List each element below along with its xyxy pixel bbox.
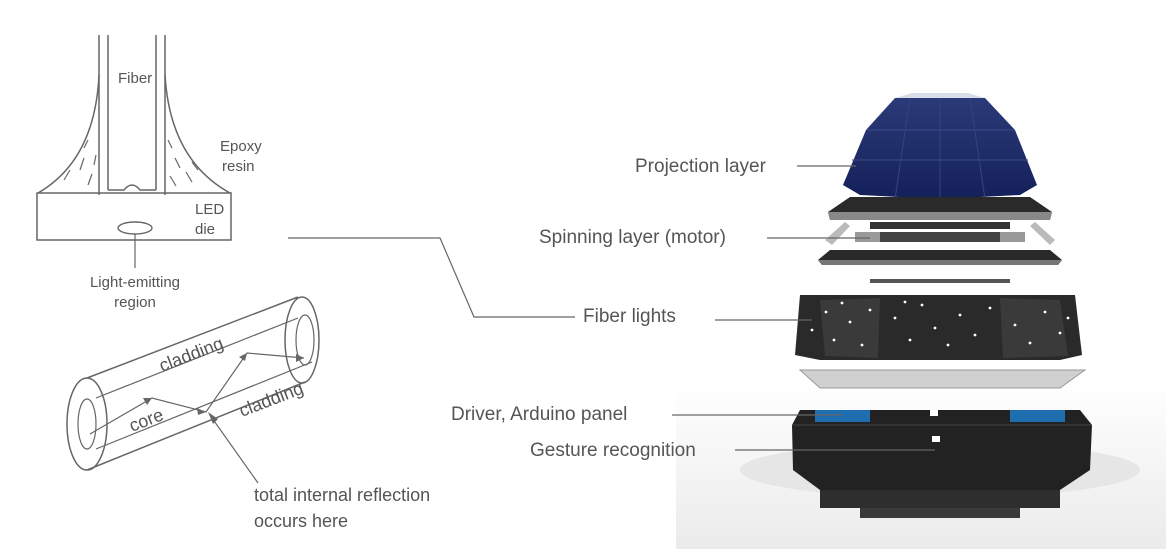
cylinder-right-end <box>284 296 320 384</box>
led-die-block <box>36 192 232 241</box>
optical-fiber-cylinder-diagram: cladding cladding core total internal re… <box>66 296 430 531</box>
tir-label-line1: total internal reflection <box>254 485 430 505</box>
led-label-line2: die <box>195 221 215 238</box>
led-label-line1: LED <box>195 201 224 218</box>
tir-pointer-line <box>211 417 259 484</box>
emitting-label-line1: Light-emitting <box>90 274 180 291</box>
projection-layer-label: Projection layer <box>635 156 767 177</box>
fiber-lights-connector-line <box>288 237 575 318</box>
light-emitting-region-ellipse <box>117 221 153 235</box>
epoxy-label-line1: Epoxy <box>220 138 262 155</box>
epoxy-label-line2: resin <box>222 158 255 175</box>
device-render <box>676 93 1166 549</box>
spinning-layer-label: Spinning layer (motor) <box>539 227 726 248</box>
fiber-label: Fiber <box>118 70 152 87</box>
arduino-panel-right <box>1010 410 1065 422</box>
emitting-label-line2: region <box>114 294 156 311</box>
gesture-recognition-label: Gesture recognition <box>530 440 696 461</box>
base-unit <box>792 410 1092 518</box>
cladding-top-label: cladding <box>156 333 226 376</box>
fiber-lights-label: Fiber lights <box>583 306 676 327</box>
cylinder-left-end <box>66 377 108 471</box>
fiber-led-diagram: Fiber Epoxy resin LED die Light-emitting… <box>36 35 262 311</box>
cladding-bottom-label: cladding <box>236 378 306 421</box>
driver-arduino-label: Driver, Arduino panel <box>451 404 627 425</box>
projection-dome <box>843 93 1037 200</box>
arduino-panel-left <box>815 410 870 422</box>
epoxy-resin-shape <box>37 74 231 194</box>
fiber-lights-ring <box>795 295 1087 389</box>
device-labels: Projection layer Spinning layer (motor) … <box>451 156 935 461</box>
tir-label-line2: occurs here <box>254 511 348 531</box>
spinning-layer <box>818 197 1062 283</box>
fiber-tube <box>98 35 166 195</box>
gesture-sensor <box>932 436 940 442</box>
